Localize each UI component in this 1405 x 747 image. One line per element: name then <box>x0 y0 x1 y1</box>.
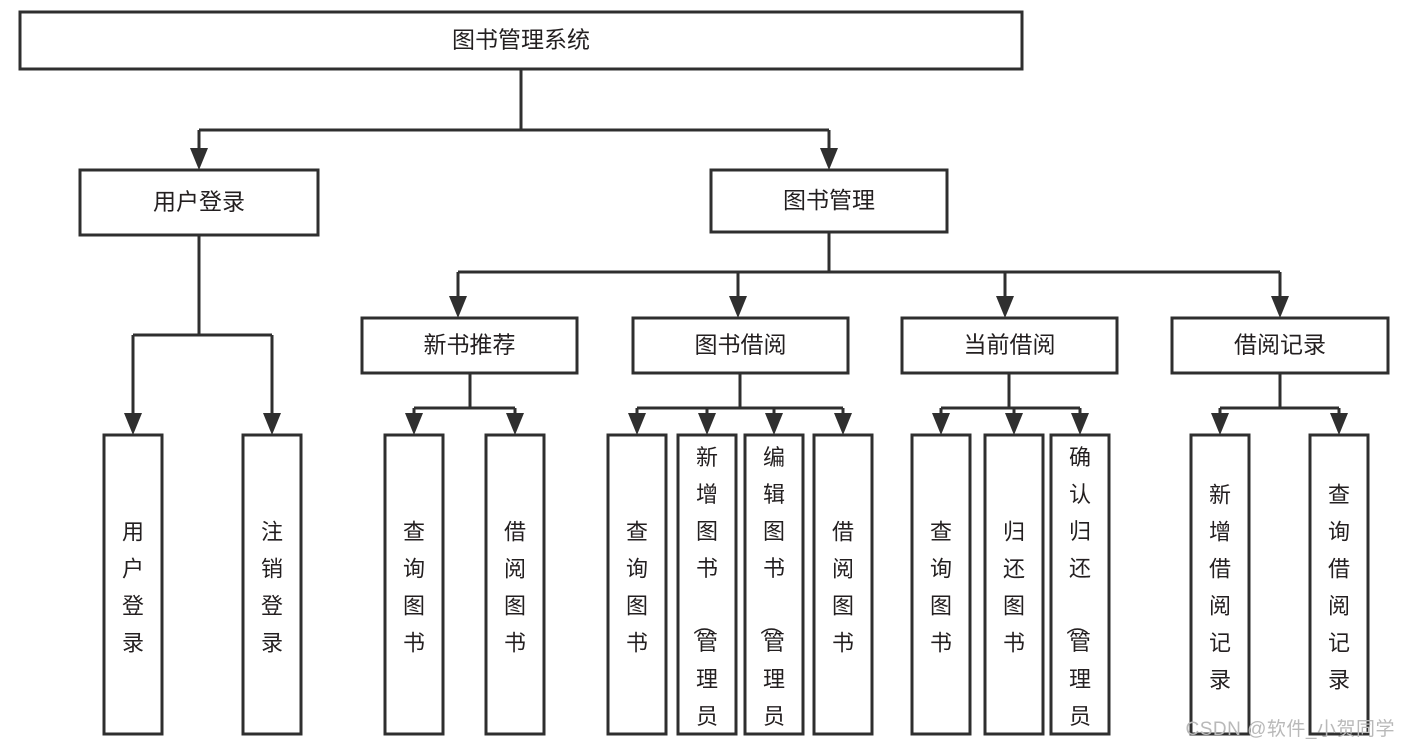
node-label-leaf-query-book-3: 查询图书 <box>930 519 952 655</box>
node-box-root[interactable] <box>18 10 1024 71</box>
node-label-book-manage: 图书管理 <box>783 187 875 213</box>
node-leaf-edit-book[interactable]: 编辑图书（管理员） <box>743 433 805 747</box>
node-label-leaf-query-book-2: 查询图书 <box>626 519 648 655</box>
arrow-head-icon <box>405 413 423 435</box>
connector-layer <box>124 69 1348 435</box>
node-label-leaf-user-login: 用户登录 <box>122 519 144 655</box>
node-leaf-user-login[interactable]: 用户登录 <box>102 433 164 736</box>
arrow-head-icon <box>124 413 142 435</box>
connector-conn-userlogin-leaves <box>124 235 281 435</box>
node-box-leaf-edit-book[interactable] <box>743 433 805 736</box>
node-box-leaf-borrow-book-2[interactable] <box>812 433 874 736</box>
node-leaf-borrow-book-2[interactable]: 借阅图书 <box>812 433 874 736</box>
node-leaf-query-record[interactable]: 查询借阅记录 <box>1308 433 1370 736</box>
arrow-head-icon <box>190 148 208 170</box>
node-box-leaf-add-record[interactable] <box>1189 433 1251 736</box>
arrow-head-icon <box>996 296 1014 318</box>
node-box-leaf-user-login[interactable] <box>102 433 164 736</box>
node-box-leaf-confirm-return[interactable] <box>1049 433 1111 736</box>
arrow-head-icon <box>698 413 716 435</box>
node-label-book-borrow: 图书借阅 <box>695 332 787 358</box>
arrow-head-icon <box>765 413 783 435</box>
node-label-leaf-add-book: 新增图书（管理员） <box>691 445 718 747</box>
node-box-book-manage[interactable] <box>709 168 949 234</box>
arrow-head-icon <box>628 413 646 435</box>
node-label-leaf-borrow-book-2: 借阅图书 <box>832 519 854 655</box>
arrow-head-icon <box>729 296 747 318</box>
node-label-user-login: 用户登录 <box>153 189 245 215</box>
node-label-leaf-add-record: 新增借阅记录 <box>1209 482 1231 692</box>
node-leaf-query-book-2[interactable]: 查询图书 <box>606 433 668 736</box>
arrow-head-icon <box>1330 413 1348 435</box>
arrow-head-icon <box>449 296 467 318</box>
connector-conn-bookmanage-bus <box>449 232 1289 318</box>
node-box-borrow-record[interactable] <box>1170 316 1390 375</box>
node-book-manage[interactable]: 图书管理 <box>709 168 949 234</box>
node-box-leaf-query-book-2[interactable] <box>606 433 668 736</box>
node-box-book-borrow[interactable] <box>631 316 850 375</box>
node-label-new-book-recommend: 新书推荐 <box>424 332 516 358</box>
node-label-leaf-confirm-return: 确认归还（管理员） <box>1064 445 1091 747</box>
node-label-current-borrow: 当前借阅 <box>964 332 1056 358</box>
node-label-leaf-query-record: 查询借阅记录 <box>1328 482 1350 692</box>
node-book-borrow[interactable]: 图书借阅 <box>631 316 850 375</box>
arrow-head-icon <box>932 413 950 435</box>
node-leaf-query-book-1[interactable]: 查询图书 <box>383 433 445 736</box>
node-label-leaf-query-book-1: 查询图书 <box>403 519 425 655</box>
node-layer: 图书管理系统用户登录图书管理新书推荐图书借阅当前借阅借阅记录用户登录注销登录查询… <box>18 10 1390 747</box>
node-leaf-add-book[interactable]: 新增图书（管理员） <box>676 433 738 747</box>
node-leaf-query-book-3[interactable]: 查询图书 <box>910 433 972 736</box>
connector-conn-record-leaves <box>1211 373 1348 435</box>
node-box-leaf-query-book-3[interactable] <box>910 433 972 736</box>
node-box-current-borrow[interactable] <box>900 316 1119 375</box>
node-new-book-recommend[interactable]: 新书推荐 <box>360 316 579 375</box>
node-leaf-user-logout[interactable]: 注销登录 <box>241 433 303 736</box>
arrow-head-icon <box>1211 413 1229 435</box>
node-root[interactable]: 图书管理系统 <box>18 10 1024 71</box>
connector-conn-recommend-leaves <box>405 373 524 435</box>
node-leaf-add-record[interactable]: 新增借阅记录 <box>1189 433 1251 736</box>
node-box-new-book-recommend[interactable] <box>360 316 579 375</box>
node-box-user-login[interactable] <box>78 168 320 237</box>
node-user-login[interactable]: 用户登录 <box>78 168 320 237</box>
node-leaf-return-book[interactable]: 归还图书 <box>983 433 1045 736</box>
node-label-borrow-record: 借阅记录 <box>1234 332 1326 358</box>
node-box-leaf-query-record[interactable] <box>1308 433 1370 736</box>
node-leaf-confirm-return[interactable]: 确认归还（管理员） <box>1049 433 1111 747</box>
node-label-root: 图书管理系统 <box>452 27 590 53</box>
node-box-leaf-return-book[interactable] <box>983 433 1045 736</box>
node-label-leaf-user-logout: 注销登录 <box>261 519 283 655</box>
node-box-leaf-borrow-book-1[interactable] <box>484 433 546 736</box>
node-leaf-borrow-book-1[interactable]: 借阅图书 <box>484 433 546 736</box>
arrow-head-icon <box>506 413 524 435</box>
arrow-head-icon <box>1005 413 1023 435</box>
connector-conn-borrow-leaves <box>628 373 852 435</box>
connector-conn-root-bus <box>190 69 838 170</box>
node-box-leaf-add-book[interactable] <box>676 433 738 736</box>
arrow-head-icon <box>1271 296 1289 318</box>
arrow-head-icon <box>834 413 852 435</box>
node-label-leaf-borrow-book-1: 借阅图书 <box>504 519 526 655</box>
node-label-leaf-edit-book: 编辑图书（管理员） <box>758 445 785 747</box>
node-current-borrow[interactable]: 当前借阅 <box>900 316 1119 375</box>
node-box-leaf-user-logout[interactable] <box>241 433 303 736</box>
arrow-head-icon <box>820 148 838 170</box>
node-box-leaf-query-book-1[interactable] <box>383 433 445 736</box>
connector-conn-current-leaves <box>932 373 1089 435</box>
arrow-head-icon <box>1071 413 1089 435</box>
node-borrow-record[interactable]: 借阅记录 <box>1170 316 1390 375</box>
node-label-leaf-return-book: 归还图书 <box>1003 519 1025 655</box>
arrow-head-icon <box>263 413 281 435</box>
